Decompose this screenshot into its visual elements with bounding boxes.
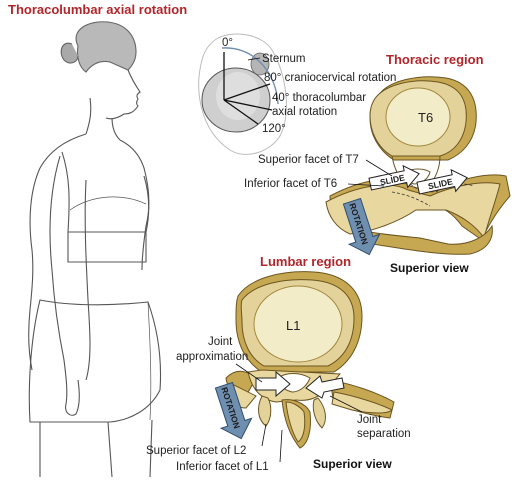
thoracic-vertebra-illustration <box>325 76 511 255</box>
joint-separation-arrow <box>305 375 345 399</box>
lumbar-vertebra-illustration <box>225 271 395 449</box>
thoracic-region-title: Thoracic region <box>386 52 484 67</box>
lumbar-rotation-arrow: ROTATION <box>214 381 253 440</box>
lumbar-superior-view-label: Superior view <box>313 457 392 471</box>
leader-line-inferior-t6 <box>347 183 385 187</box>
thoracic-superior-view-label: Superior view <box>390 261 469 275</box>
joint-separation-label-line2: separation <box>357 428 411 440</box>
angle-120-label: 120° <box>262 123 286 135</box>
joint-approximation-label-line1: Joint <box>208 336 233 348</box>
angle-0-label: 0° <box>222 37 233 49</box>
leader-line-joint-sep <box>329 395 363 413</box>
joint-separation-label-line1: Joint <box>357 414 382 426</box>
t6-label: T6 <box>418 110 433 125</box>
inferior-facet-t6-label: Inferior facet of T6 <box>244 178 337 190</box>
joint-approximation-label-line2: approximation <box>176 351 248 363</box>
craniocervical-label: 80° craniocervical rotation <box>264 72 396 84</box>
figure-title: Thoracolumbar axial rotation <box>8 2 187 17</box>
woman-figure-illustration <box>28 21 162 478</box>
leader-line-joint-approx <box>235 363 263 383</box>
leader-line-inferior-l1 <box>279 429 283 463</box>
inferior-facet-l1-label: Inferior facet of L1 <box>176 461 269 473</box>
sternum-label: Sternum <box>262 53 305 65</box>
superior-facet-t7-label: Superior facet of T7 <box>258 154 359 166</box>
thoracic-slide-arrows: SLIDE SLIDE <box>368 164 468 195</box>
leader-line-superior-t7 <box>365 159 393 177</box>
leader-line-superior-l2 <box>261 423 267 447</box>
joint-approximation-arrow <box>255 370 291 398</box>
thoracic-rotation-arrow: ROTATION <box>342 197 381 256</box>
l1-label: L1 <box>286 318 300 333</box>
slide-arrow-2: SLIDE <box>416 168 468 195</box>
lumbar-region-title: Lumbar region <box>260 254 351 269</box>
superior-facet-l2-label: Superior facet of L2 <box>146 445 246 457</box>
thoracolumbar-label-line2: axial rotation <box>272 106 337 118</box>
thoracolumbar-label-line1: 40° thoracolumbar <box>272 92 366 104</box>
head-rotation-diagram: 0° Sternum 80° craniocervical rotation 4… <box>198 33 396 155</box>
slide-arrow-1: SLIDE <box>368 164 420 191</box>
lumbar-joint-arrows <box>255 370 345 399</box>
